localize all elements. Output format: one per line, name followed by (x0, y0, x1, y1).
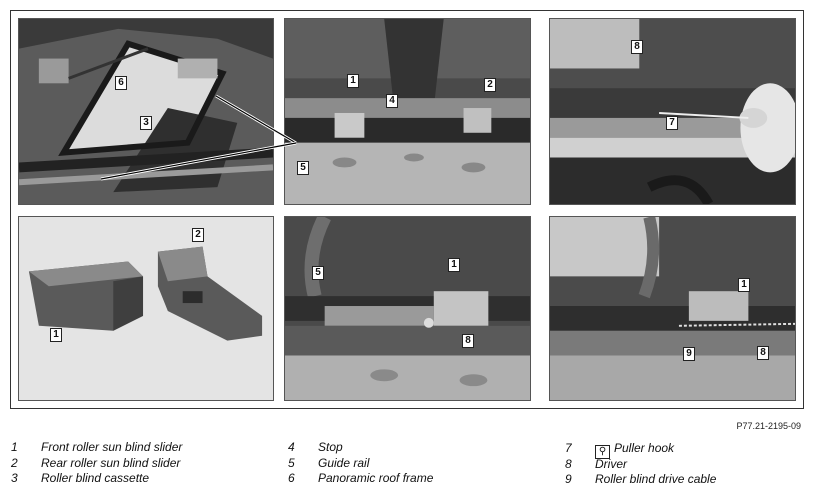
photo-drive-cable-graphic (550, 217, 795, 400)
callout-3: 3 (140, 116, 152, 130)
photo-roof-frame-overview: 6 3 (18, 18, 274, 205)
callout-5: 5 (297, 161, 309, 175)
callout-8: 8 (631, 40, 643, 54)
callout-1: 1 (347, 74, 359, 88)
tool-icon: ⚲ (595, 445, 610, 459)
callout-2: 2 (484, 78, 496, 92)
photo-puller-hook-driver: 8 7 (549, 18, 796, 205)
photo-guide-rail-slider: 5 1 8 (284, 216, 531, 401)
photo-roof-frame-graphic (19, 19, 273, 204)
legend-item: 7⚲Puller hook (565, 441, 675, 459)
callout-2: 2 (192, 228, 204, 242)
callout-1: 1 (448, 258, 460, 272)
photo-slider-parts-graphic (19, 217, 273, 400)
photo-front-rear-slider-stop: 1 2 4 5 (284, 18, 531, 205)
callout-6: 6 (115, 76, 127, 90)
figure-frame: 6 3 1 2 4 5 (10, 10, 804, 409)
callout-7: 7 (666, 116, 678, 130)
photo-puller-hook-graphic (550, 19, 795, 204)
callout-8: 8 (462, 334, 474, 348)
photo-slider-graphic (285, 19, 530, 204)
photo-guide-rail-graphic (285, 217, 530, 400)
callout-5: 5 (312, 266, 324, 280)
photo-slider-parts: 2 1 (18, 216, 274, 401)
callout-4: 4 (386, 94, 398, 108)
callout-1: 1 (738, 278, 750, 292)
callout-8: 8 (757, 346, 769, 360)
callout-1: 1 (50, 328, 62, 342)
photo-drive-cable: 1 9 8 (549, 216, 796, 401)
figure-reference: P77.21-2195-09 (736, 421, 801, 431)
callout-9: 9 (683, 347, 695, 361)
